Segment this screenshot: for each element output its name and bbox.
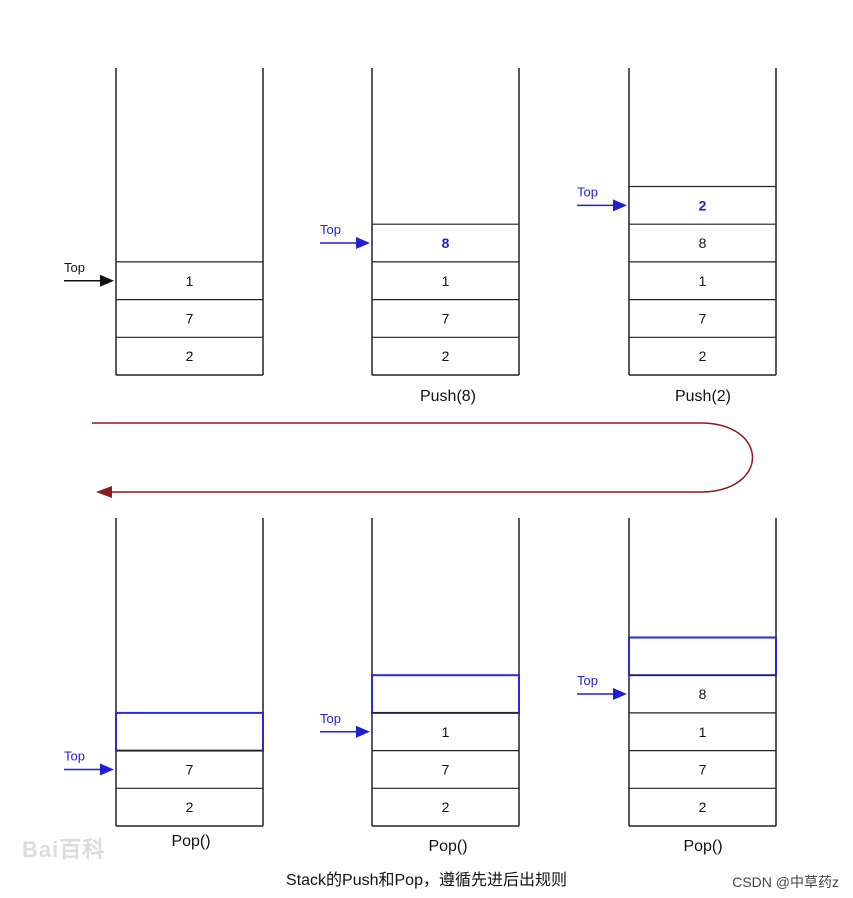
stack-cell-value: 7 <box>442 310 450 326</box>
top-pointer-label: Top <box>320 711 341 726</box>
stack-cell-value: 2 <box>442 348 450 364</box>
stack-cell-value: 2 <box>699 197 707 213</box>
stack-cell-value: 7 <box>186 761 194 777</box>
top-pointer-label: Top <box>64 748 85 763</box>
stack-push2: 2 8 1 7 2 Top <box>577 68 777 376</box>
top-pointer-arrow-icon <box>100 274 114 287</box>
top-pointer-arrow-icon <box>100 763 114 776</box>
stack-cell-value: 2 <box>186 799 194 815</box>
stack-initial: 1 7 2 Top <box>64 68 264 376</box>
stack-cell-value: 8 <box>442 235 450 251</box>
popped-slot-highlight <box>371 674 520 714</box>
operation-label-pop1: Pop() <box>171 833 211 850</box>
operation-label-pop2: Pop() <box>428 838 468 855</box>
flow-arrowhead-icon <box>96 486 112 498</box>
operation-label-push8: Push(8) <box>419 388 477 405</box>
operation-label-push2: Push(2) <box>674 388 732 405</box>
stack-cell-value: 7 <box>442 761 450 777</box>
popped-slot-highlight <box>628 636 777 677</box>
stack-cell-value: 1 <box>442 273 450 289</box>
stack-cell-value: 2 <box>442 799 450 815</box>
stack-cell-value: 8 <box>699 235 707 251</box>
top-pointer-label: Top <box>577 673 598 688</box>
stack-cell-value: 8 <box>699 686 707 702</box>
diagram-caption: Stack的Push和Pop，遵循先进后出规则 <box>286 872 567 889</box>
stack-cell-value: 2 <box>699 348 707 364</box>
stack-pop1: 7 2 Top <box>64 518 264 827</box>
stack-cell-value: 2 <box>186 348 194 364</box>
baidu-watermark: Bai百科 <box>22 837 106 862</box>
operation-label-pop3: Pop() <box>683 838 723 855</box>
flow-arrow <box>92 422 754 493</box>
csdn-watermark: CSDN @中草药z <box>732 874 839 890</box>
top-pointer-label: Top <box>577 184 598 199</box>
stack-pop3: 8 1 7 2 Top <box>577 518 777 827</box>
stack-cell-value: 7 <box>186 310 194 326</box>
top-pointer-arrow-icon <box>356 237 370 250</box>
top-pointer-arrow-icon <box>613 688 627 701</box>
stack-cell-value: 2 <box>699 799 707 815</box>
stack-cell-value: 1 <box>442 724 450 740</box>
stack-cell-value: 7 <box>699 761 707 777</box>
top-pointer-label: Top <box>320 222 341 237</box>
top-pointer-arrow-icon <box>356 725 370 738</box>
top-pointer-label: Top <box>64 260 85 275</box>
stack-cell-value: 7 <box>699 310 707 326</box>
stack-cell-value: 1 <box>186 273 194 289</box>
stack-cell-value: 1 <box>699 724 707 740</box>
popped-slot-highlight <box>115 711 264 752</box>
top-pointer-arrow-icon <box>613 199 627 212</box>
stack-cell-value: 1 <box>699 273 707 289</box>
stack-push8: 8 1 7 2 Top <box>320 68 520 376</box>
stack-pop2: 1 7 2 Top <box>320 518 520 827</box>
